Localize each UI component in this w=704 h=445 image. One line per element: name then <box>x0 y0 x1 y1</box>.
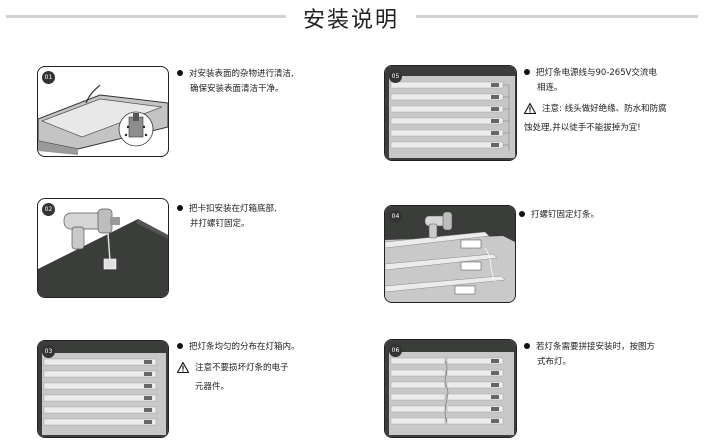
bullet-dot-icon <box>177 342 183 349</box>
step-01-illustration: 01 <box>37 66 169 157</box>
step-01-text: 对安装表面的杂物进行清洁, 确保安装表面清洁干净。 <box>177 67 347 97</box>
step-05-illustration: 05 <box>384 65 517 161</box>
bullet-dot-icon <box>177 204 183 211</box>
header: 安装说明 <box>0 0 704 34</box>
step-06-illustration: 06 <box>384 339 517 438</box>
step-05-text: 把灯条电源线与90-265V交流电 相连。 注意: 线头做好绝缘、防水和防腐 蚀… <box>524 68 667 133</box>
step-badge: 02 <box>42 203 55 216</box>
bullet-dot-icon <box>177 69 183 76</box>
step-badge: 04 <box>389 210 402 223</box>
bullet-dot-icon <box>524 68 530 75</box>
page-title: 安装说明 <box>302 8 399 33</box>
title-rule-right <box>416 15 698 18</box>
step-02-illustration: 02 <box>37 198 169 298</box>
step-badge: 01 <box>42 71 55 84</box>
step-06-text: 若灯条需要拼接安装时，按图方 式布灯。 <box>524 340 700 370</box>
title-rule-left <box>6 15 286 18</box>
warning-triangle-icon <box>524 103 538 114</box>
electric-drill-icon <box>63 208 120 262</box>
step-badge: 03 <box>42 345 55 358</box>
step-04-text: 打螺钉固定灯条。 <box>519 208 699 223</box>
step-02-text: 把卡扣安装在灯箱底部, 并打螺钉固定。 <box>177 202 347 232</box>
bullet-dot-icon <box>519 210 525 217</box>
step-03-illustration: 03 <box>37 340 169 438</box>
warning-triangle-icon <box>177 362 191 373</box>
step-badge: 06 <box>389 344 402 357</box>
bullet-dot-icon <box>524 342 530 349</box>
step-badge: 05 <box>389 70 402 83</box>
step-03-text: 把灯条均匀的分布在灯箱内。 注意不要损坏灯条的电子 元器件。 <box>177 340 347 395</box>
step-04-illustration: 04 <box>384 205 516 303</box>
